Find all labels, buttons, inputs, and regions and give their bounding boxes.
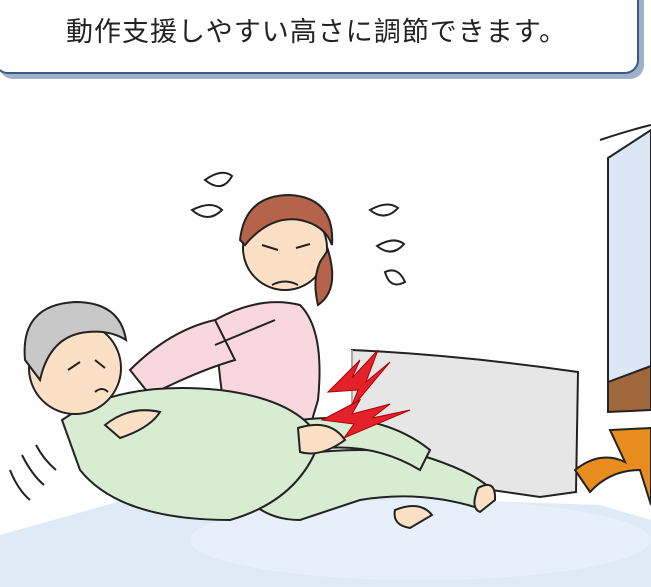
patient — [23, 300, 497, 530]
caption-text: 動作支援しやすい高さに調節できます。 — [65, 17, 568, 48]
caption-box: 動作支援しやすい高さに調節できます。 — [0, 0, 639, 74]
curved-arrow-icon — [573, 426, 651, 506]
pain-lightning-icon — [320, 349, 411, 440]
motion-lines-icon — [9, 444, 57, 501]
bed — [599, 124, 651, 414]
floor-glow — [190, 500, 650, 580]
sweat-drop-icon — [190, 171, 407, 286]
